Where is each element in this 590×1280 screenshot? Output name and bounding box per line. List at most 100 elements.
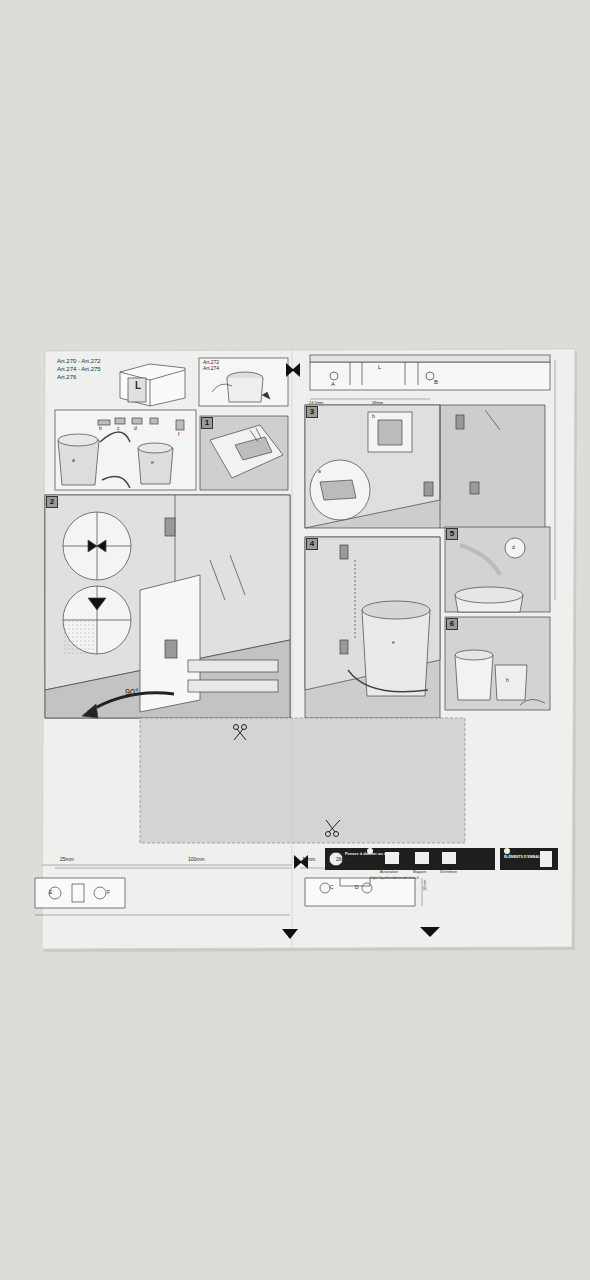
angle-label: 90°	[125, 688, 139, 698]
dimension: 10mm	[423, 880, 427, 891]
step-2-panel	[63, 586, 131, 654]
hinge-plate-template	[418, 362, 419, 385]
step-2-panel	[82, 704, 98, 718]
step-1-panel	[200, 416, 288, 490]
step-5-panel	[455, 587, 523, 603]
drill-template	[362, 883, 372, 893]
hinge-plate-template	[330, 372, 338, 380]
cabinet-icon	[150, 380, 151, 406]
step-2-panel	[165, 640, 177, 658]
paper-sheet	[42, 349, 575, 949]
parts-panel	[98, 420, 110, 425]
recycling-strip	[504, 848, 510, 854]
step-3-panel	[470, 482, 479, 494]
step-3-panel	[320, 480, 356, 500]
part-number: Art.270 - Art.272	[57, 358, 101, 365]
dimension: 11mm	[302, 857, 316, 863]
hinge-plate-template	[310, 362, 550, 390]
step-number: 6	[447, 620, 457, 628]
hinge-plate-template	[350, 362, 351, 385]
step-3-panel	[424, 482, 433, 496]
parts-panel	[58, 440, 99, 485]
step-2-panel	[210, 560, 225, 600]
hole-letter: B	[434, 379, 438, 386]
parts-panel	[176, 420, 184, 430]
hole-letter: D	[355, 885, 359, 891]
parts-panel	[138, 443, 172, 453]
part-number: Art.274	[203, 366, 219, 372]
bin-panel	[212, 384, 232, 392]
parts-panel	[100, 432, 130, 442]
recycling-note: Pensez à donner ou recycler.	[345, 852, 400, 856]
dimension: 24.5mm	[309, 401, 323, 405]
step-2-panel	[45, 495, 290, 718]
recycling-strip	[325, 848, 495, 870]
cut-out-area	[140, 718, 465, 843]
drill-template	[35, 865, 422, 915]
step-6-panel	[495, 665, 527, 700]
hinge-plate-template	[334, 399, 430, 400]
step-1-panel	[250, 428, 261, 442]
scissors-symbol	[334, 832, 339, 837]
step-2-panel	[165, 518, 175, 536]
part-number: Art.272	[203, 360, 219, 366]
drill-template	[35, 915, 290, 916]
step-3-panel	[485, 410, 500, 430]
step-4-panel	[340, 545, 348, 559]
step-number: 5	[447, 530, 457, 538]
paper-sheet	[292, 350, 293, 948]
recycling-option: Déchèterie	[440, 871, 457, 875]
step-3-panel	[305, 405, 545, 528]
step-3-panel	[456, 415, 464, 429]
part-letter: e	[392, 640, 395, 646]
dimension: 25mm	[60, 857, 74, 863]
dimension-letter: L	[378, 364, 381, 371]
step-number-box: 3	[306, 406, 318, 418]
step-number: 3	[307, 408, 317, 416]
scissors-symbol	[234, 725, 341, 837]
hole-letter: F	[107, 890, 110, 896]
part-letter: c	[117, 426, 120, 432]
packaging-label: ÉLÉMENTS D'EMBALLAGE	[504, 856, 550, 860]
part-number: Art.274 - Art.275	[57, 366, 101, 373]
parts-panel	[138, 448, 173, 484]
step-4-panel	[340, 640, 348, 654]
parts-panel	[58, 434, 98, 446]
part-letter: a	[318, 469, 321, 475]
part-letter: b	[372, 414, 375, 420]
recycling-strip	[442, 852, 456, 864]
drill-template	[94, 887, 106, 899]
step-6-panel	[455, 655, 493, 700]
part-letter: d	[512, 545, 515, 551]
dimension: 100mm	[188, 857, 205, 863]
step-4-panel	[305, 537, 440, 718]
step-3-panel	[378, 420, 402, 445]
parts-panel	[132, 418, 142, 424]
step-2-panel	[63, 512, 131, 580]
drill-template	[49, 887, 61, 899]
recycling-option: Magasin	[413, 871, 426, 875]
hinge-plate-template	[362, 362, 363, 385]
step-3-panel	[305, 405, 440, 528]
cabinet-icon	[120, 364, 185, 406]
step-2-panel	[97, 540, 106, 552]
step-5-panel	[505, 538, 525, 558]
step-5-panel	[445, 527, 550, 612]
hinge-plate-template	[310, 399, 334, 400]
step-4-panel	[348, 670, 428, 692]
recycling-strip	[415, 852, 429, 864]
step-number: 1	[202, 419, 212, 427]
step-6-panel	[445, 617, 550, 710]
dimension-letter: L	[135, 380, 141, 391]
step-2-panel	[97, 586, 98, 654]
dimension: 38mm	[372, 401, 383, 405]
hinge-plate-template	[426, 372, 434, 380]
hinge-plate-template	[310, 355, 550, 362]
paper-sheet	[42, 349, 577, 952]
part-letter: d	[134, 426, 137, 432]
web-address: https://quefairedemesdechets.fr	[370, 877, 419, 881]
step-4-panel	[305, 537, 440, 718]
part-letter: h	[506, 678, 509, 684]
